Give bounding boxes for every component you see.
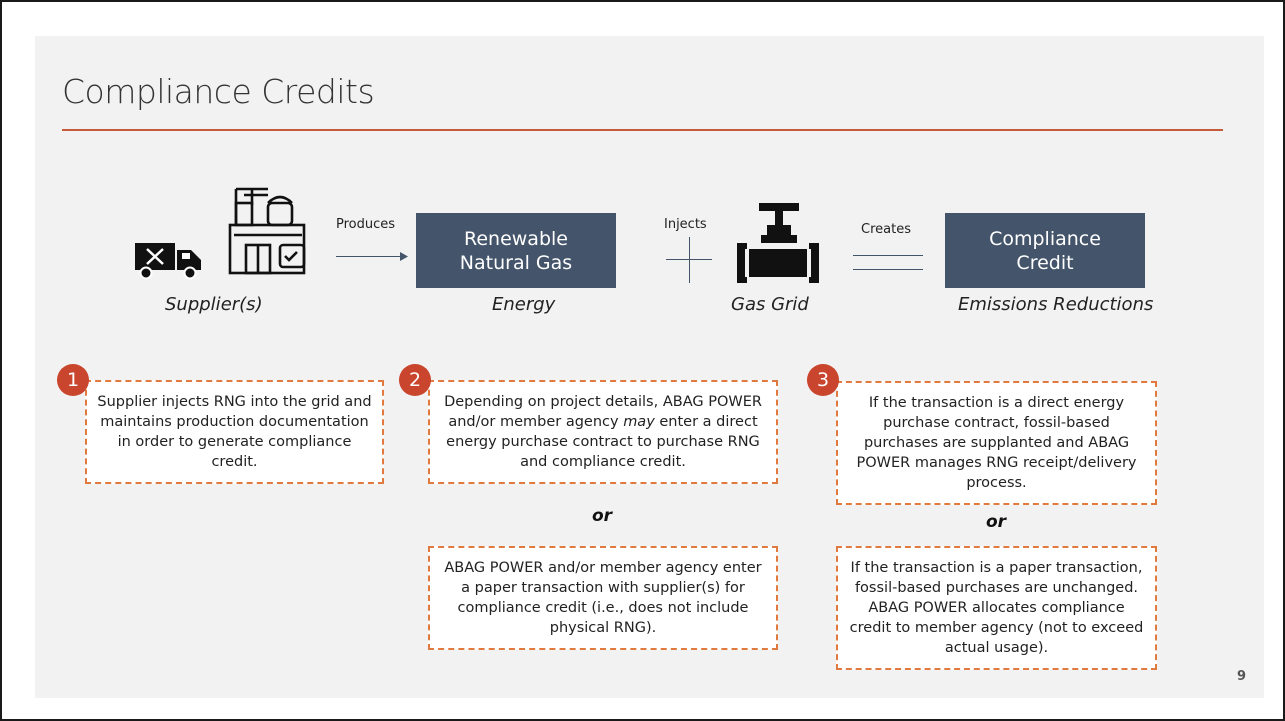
or-label-3: or [986,512,1007,532]
step-3b-box: If the transaction is a paper transactio… [836,546,1157,670]
step-2-badge: 2 [399,364,431,396]
title-rule [62,129,1223,131]
produces-arrow [336,256,402,257]
delivery-truck-icon [135,243,201,280]
or-label-2: or [592,506,613,526]
emissions-caption: Emissions Reductions [958,294,1154,315]
gas-grid-caption: Gas Grid [731,294,809,315]
step-2-box: Depending on project details, ABAG POWER… [428,380,778,484]
step-2-text: Depending on project details, ABAG POWER… [444,394,762,470]
factory-plant-icon [228,187,306,275]
injects-label: Injects [664,217,707,232]
creates-label: Creates [861,222,911,237]
page-number: 9 [1237,669,1247,684]
arrowhead-icon [400,252,408,261]
creates-line-bottom [853,269,923,270]
step-3-badge: 3 [807,364,839,396]
supplier-caption: Supplier(s) [165,294,263,315]
step-1-badge: 1 [57,364,89,396]
energy-caption: Energy [492,294,556,315]
pipeline-valve-icon [737,203,819,283]
produces-label: Produces [336,217,396,232]
step-3-box: If the transaction is a direct energy pu… [836,381,1157,505]
compliance-credit-box: Compliance Credit [945,213,1145,288]
step-2b-box: ABAG POWER and/or member agency enter a … [428,546,778,650]
page-title: Compliance Credits [62,72,375,111]
creates-line-top [853,255,923,256]
injects-line-v [689,237,690,283]
rng-box: Renewable Natural Gas [416,213,616,288]
step-1-box: Supplier injects RNG into the grid and m… [85,380,384,484]
